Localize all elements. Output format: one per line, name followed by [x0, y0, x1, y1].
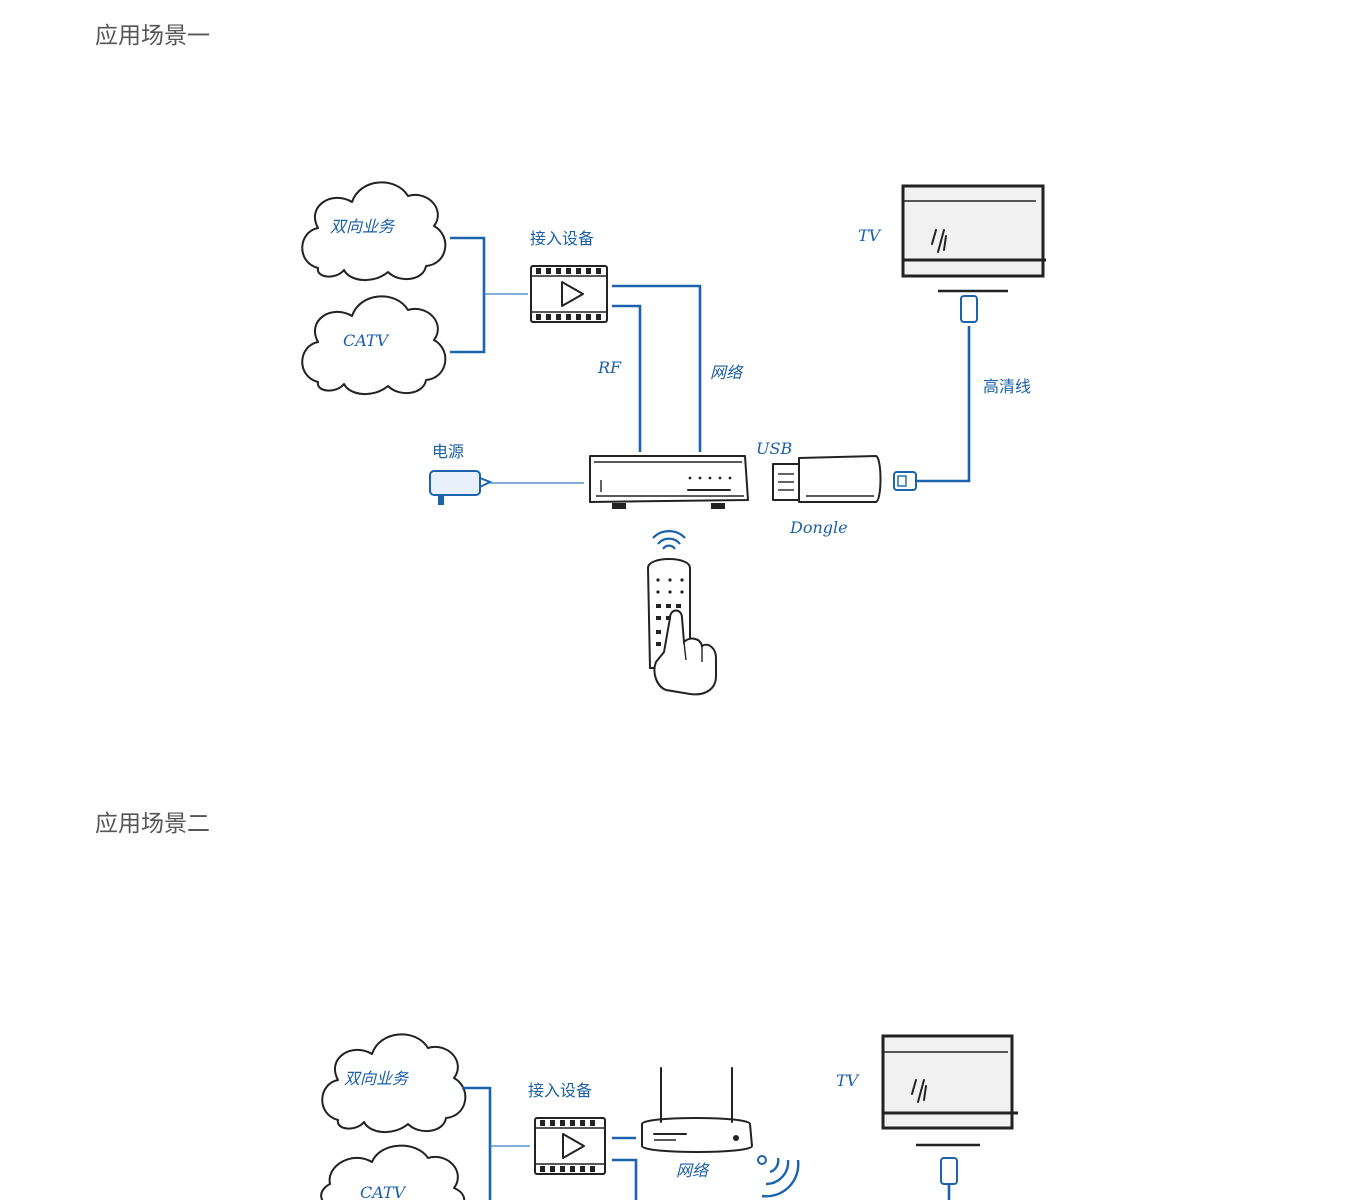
- tv-label-2: TV: [836, 1071, 860, 1090]
- tv-icon: [901, 184, 1046, 293]
- cloud-service-label-2: 双向业务: [344, 1069, 410, 1088]
- access-device-icon: [530, 265, 608, 323]
- cloud-wires-2: [462, 1086, 530, 1200]
- scene-2-heading: 应用场景二: [95, 811, 210, 837]
- cloud-wires: [450, 236, 528, 354]
- cloud-catv-label: CATV: [343, 331, 390, 350]
- tv-icon: [881, 1034, 1018, 1200]
- rf-label: RF: [597, 358, 622, 377]
- scene-1-diagram: 双向业务 CATV 接入设备 RF 网络: [301, 181, 1046, 696]
- power-adapter-icon: [429, 470, 584, 505]
- hand-icon: [653, 609, 717, 696]
- hdmi-label: 高清线: [983, 377, 1031, 396]
- access-device-label: 接入设备: [530, 229, 594, 248]
- cloud-catv-icon: [301, 295, 447, 395]
- dongle-icon: [772, 455, 882, 503]
- remote-control-icon: [647, 530, 691, 669]
- cloud-catv-label-2: CATV: [360, 1183, 407, 1200]
- router-wires: [612, 1136, 638, 1200]
- cloud-service-label: 双向业务: [330, 217, 396, 236]
- cloud-catv-icon: [320, 1144, 466, 1200]
- access-device-icon: [534, 1117, 606, 1175]
- tv-label: TV: [858, 226, 882, 245]
- rf-network-wires: [612, 284, 702, 452]
- set-top-box-icon: [589, 455, 749, 509]
- network-label-2: 网络: [676, 1161, 710, 1180]
- power-label: 电源: [432, 442, 464, 461]
- hdmi-cable-icon: [893, 295, 978, 491]
- network-label: 网络: [710, 363, 744, 382]
- cloud-service-icon: [321, 1033, 467, 1133]
- scene-1-heading: 应用场景一: [95, 23, 210, 49]
- router-icon: [641, 1067, 753, 1153]
- dongle-label: Dongle: [789, 518, 848, 537]
- access-device-label-2: 接入设备: [528, 1081, 592, 1100]
- usb-label: USB: [756, 439, 792, 458]
- cloud-service-icon: [301, 181, 447, 281]
- wifi-icon: [757, 1155, 800, 1198]
